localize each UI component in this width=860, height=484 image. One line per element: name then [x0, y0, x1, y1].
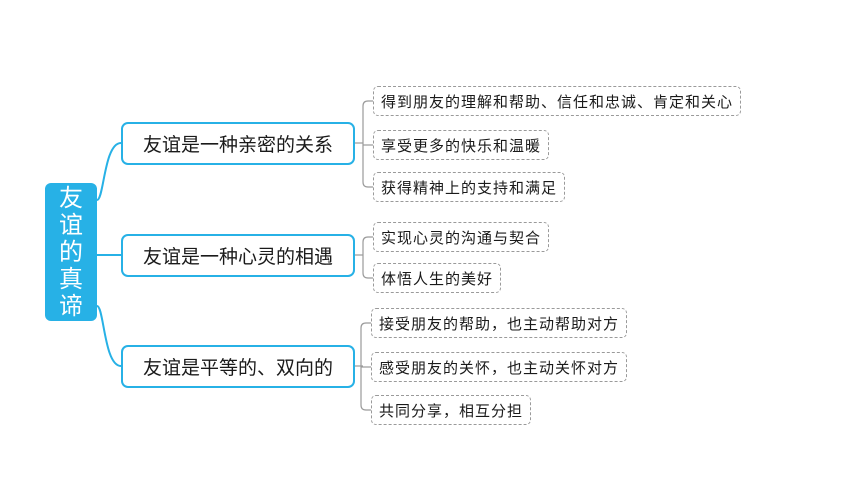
branch-label: 友谊是一种亲密的关系 — [142, 134, 333, 156]
leaf-label: 获得精神上的支持和满足 — [381, 178, 558, 197]
leaf-node: 获得精神上的支持和满足 — [373, 172, 566, 202]
branch-label: 友谊是一种心灵的相遇 — [142, 246, 333, 268]
root-node: 友谊的真谛 — [45, 183, 97, 321]
leaf-label: 感受朋友的关怀，也主动关怀对方 — [379, 358, 620, 377]
root-label: 友谊的真谛 — [58, 183, 83, 320]
branch-node-spiritual-encounter: 友谊是一种心灵的相遇 — [121, 234, 355, 277]
leaf-node: 接受朋友的帮助，也主动帮助对方 — [371, 308, 628, 338]
leaf-label: 得到朋友的理解和帮助、信任和忠诚、肯定和关心 — [381, 92, 734, 111]
leaf-label: 接受朋友的帮助，也主动帮助对方 — [379, 314, 620, 333]
branch-node-equal-mutual: 友谊是平等的、双向的 — [121, 345, 355, 388]
leaf-node: 实现心灵的沟通与契合 — [373, 222, 550, 252]
leaf-node: 享受更多的快乐和温暖 — [373, 130, 550, 160]
leaf-label: 实现心灵的沟通与契合 — [381, 228, 542, 247]
leaf-label: 共同分享，相互分担 — [379, 401, 524, 420]
leaf-node: 共同分享，相互分担 — [371, 395, 532, 425]
branch-label: 友谊是平等的、双向的 — [142, 357, 333, 379]
leaf-node: 体悟人生的美好 — [373, 263, 502, 293]
leaf-node: 感受朋友的关怀，也主动关怀对方 — [371, 352, 628, 382]
leaf-node: 得到朋友的理解和帮助、信任和忠诚、肯定和关心 — [373, 86, 742, 116]
leaf-label: 享受更多的快乐和温暖 — [381, 136, 542, 155]
branch-node-intimate-relationship: 友谊是一种亲密的关系 — [121, 122, 355, 165]
leaf-label: 体悟人生的美好 — [381, 269, 494, 288]
